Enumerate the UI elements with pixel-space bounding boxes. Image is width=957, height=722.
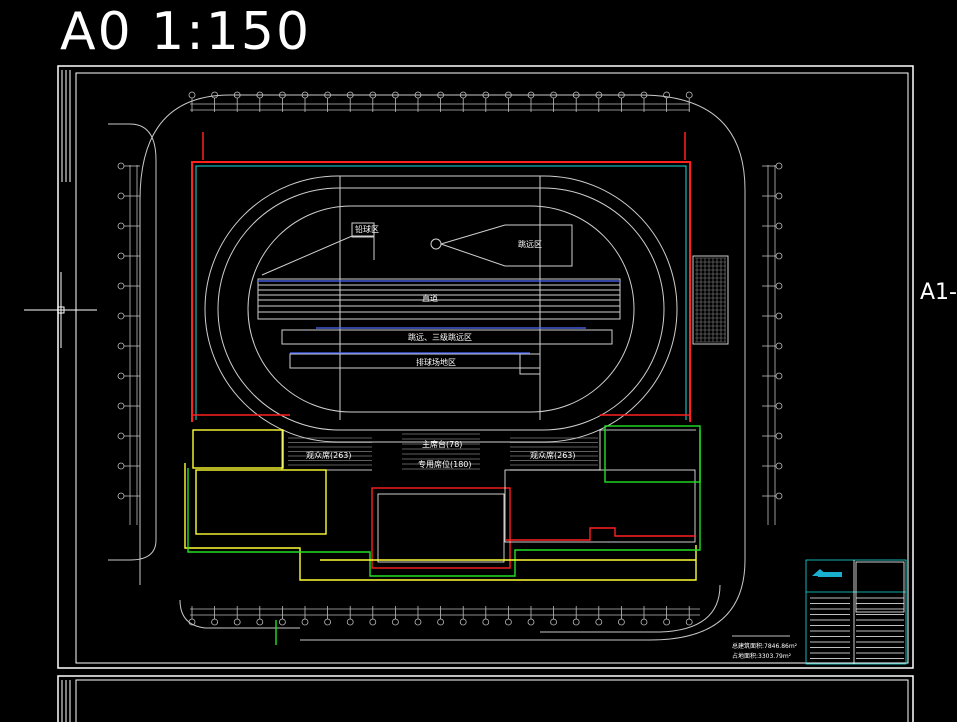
axis-bubble bbox=[117, 222, 125, 230]
axis-bubble bbox=[117, 312, 125, 320]
land-area-text: 占地面积:3303.79m² bbox=[732, 652, 792, 660]
sheet-frame bbox=[57, 65, 914, 722]
axis-bubble bbox=[117, 282, 125, 290]
axis-bubble bbox=[482, 618, 490, 626]
track-blue-lines bbox=[258, 280, 620, 354]
axis-bubble bbox=[117, 402, 125, 410]
total-area-text: 总建筑面积:7846.86m² bbox=[732, 642, 798, 650]
shot-put-zone-label: 铅球区 bbox=[355, 224, 379, 234]
triple-jump-zone-label: 跳远、三级跳远区 bbox=[408, 332, 472, 342]
next-sheet-label: A1- bbox=[920, 280, 957, 305]
axis-bubble bbox=[117, 192, 125, 200]
vip-seats-label: 专用席位(180) bbox=[418, 459, 472, 469]
axis-bubble bbox=[188, 91, 196, 99]
axis-bubble bbox=[117, 252, 125, 260]
axis-bubble bbox=[117, 372, 125, 380]
axis-bubble bbox=[663, 618, 670, 626]
track-zone-label: 排球场地区 bbox=[416, 357, 456, 367]
axis-bubble bbox=[775, 462, 783, 470]
crosshair-cursor bbox=[24, 272, 97, 348]
axis-bubble bbox=[775, 252, 783, 260]
running-track bbox=[204, 175, 678, 443]
axis-bubble bbox=[775, 222, 783, 230]
axis-bubble bbox=[117, 462, 125, 470]
axis-bubble bbox=[301, 618, 309, 626]
grandstand-building bbox=[184, 425, 701, 645]
axis-bubble bbox=[572, 618, 580, 626]
axis-bubble bbox=[256, 618, 264, 626]
hatched-zone bbox=[692, 255, 729, 345]
title-block bbox=[805, 559, 907, 665]
axis-bubble bbox=[775, 192, 783, 200]
axis-bubble bbox=[640, 618, 648, 626]
axis-bubble bbox=[211, 91, 219, 99]
axis-bubble bbox=[775, 432, 783, 440]
axis-bubble bbox=[437, 618, 445, 626]
axis-bubble bbox=[414, 618, 422, 626]
axis-grid bbox=[117, 91, 783, 626]
axis-bubble bbox=[775, 282, 783, 290]
axis-bubble bbox=[685, 618, 693, 626]
axis-bubble bbox=[324, 618, 332, 626]
axis-bubble bbox=[391, 618, 399, 626]
axis-bubble bbox=[775, 492, 783, 500]
axis-bubble bbox=[775, 402, 783, 410]
seating-rows bbox=[288, 433, 598, 470]
axis-bubble bbox=[117, 492, 125, 500]
axis-bubble bbox=[346, 618, 354, 626]
axis-bubble bbox=[233, 618, 241, 626]
left-stand-label: 观众席(263) bbox=[306, 450, 352, 460]
perimeter-walls bbox=[191, 132, 691, 422]
axis-bubble bbox=[117, 342, 125, 350]
axis-bubble bbox=[278, 618, 286, 626]
axis-bubble bbox=[117, 432, 125, 440]
axis-bubble bbox=[685, 91, 693, 99]
scale-title: A0 1:150 bbox=[60, 2, 312, 62]
main-stand-label: 主席台(78) bbox=[422, 439, 462, 449]
site-boundary bbox=[108, 94, 746, 641]
axis-bubble bbox=[775, 312, 783, 320]
straight-label: 直道 bbox=[422, 293, 438, 303]
axis-bubble bbox=[459, 618, 467, 626]
axis-bubble bbox=[775, 372, 783, 380]
axis-bubble bbox=[618, 618, 625, 626]
long-jump-zone-label: 跳远区 bbox=[518, 239, 542, 249]
axis-bubble bbox=[527, 618, 535, 626]
right-stand-label: 观众席(263) bbox=[530, 450, 576, 460]
axis-bubble bbox=[117, 162, 125, 170]
axis-bubble bbox=[369, 618, 377, 626]
axis-bubble bbox=[504, 618, 512, 626]
axis-bubble bbox=[775, 162, 783, 170]
axis-bubble bbox=[595, 618, 603, 626]
axis-bubble bbox=[775, 342, 783, 350]
axis-bubble bbox=[211, 618, 219, 626]
axis-bubble bbox=[550, 618, 557, 626]
